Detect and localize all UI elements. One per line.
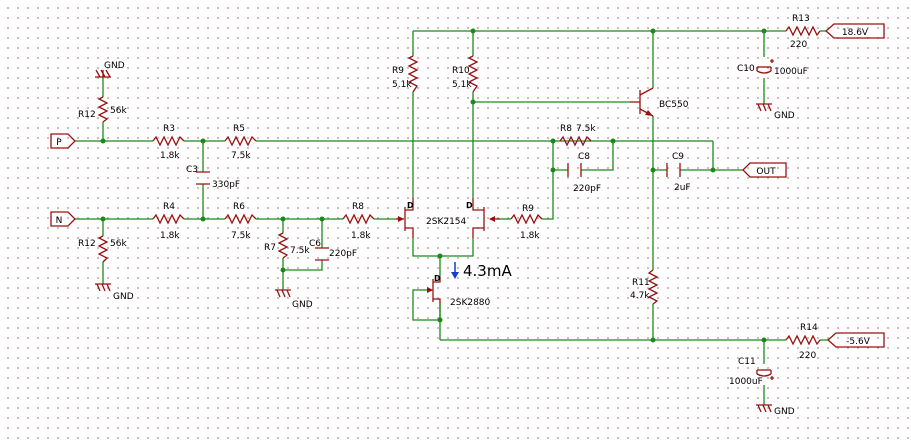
gnd-r12a: GND: [95, 61, 125, 78]
resistor-r12b: R12 56k: [78, 235, 127, 263]
svg-text:C8: C8: [578, 152, 590, 162]
svg-text:GND: GND: [774, 111, 795, 121]
svg-text:1000uF: 1000uF: [774, 67, 808, 77]
resistor-r9-feedback: R9 1.8k: [510, 204, 543, 241]
svg-text:4.7k: 4.7k: [630, 291, 650, 301]
svg-text:7.5k: 7.5k: [231, 231, 251, 241]
svg-text:7.5k: 7.5k: [576, 124, 596, 134]
svg-text:2uF: 2uF: [674, 183, 691, 193]
capacitor-c6: C6 220pF: [309, 239, 357, 261]
svg-text:7.5k: 7.5k: [290, 246, 310, 256]
resistor-r14: R14 220: [785, 323, 821, 361]
svg-text:R13: R13: [792, 14, 810, 24]
resistor-r7: R7 7.5k: [264, 232, 310, 259]
svg-text:2SK2880: 2SK2880: [450, 298, 491, 308]
resistor-r5: R5 7.5k: [224, 124, 257, 161]
svg-text:R10: R10: [452, 66, 470, 76]
svg-text:C9: C9: [672, 152, 684, 162]
svg-text:R11: R11: [632, 278, 650, 288]
resistor-r8-feedback: R8 7.5k: [559, 124, 596, 147]
gnd-c10: GND: [756, 103, 795, 121]
svg-text:GND: GND: [292, 300, 313, 310]
svg-text:330pF: 330pF: [212, 180, 240, 190]
wires: [74, 30, 828, 405]
svg-text:18.6V: 18.6V: [842, 28, 869, 38]
svg-text:1.8k: 1.8k: [520, 231, 540, 241]
svg-text:R12: R12: [78, 239, 96, 249]
svg-text:4.3mA: 4.3mA: [463, 262, 512, 280]
svg-text:220pF: 220pF: [573, 184, 601, 194]
svg-text:1.8k: 1.8k: [160, 231, 180, 241]
svg-text:D: D: [466, 201, 473, 210]
port-vpos: 18.6V: [825, 23, 885, 39]
svg-text:R9: R9: [392, 66, 404, 76]
svg-text:5.1k: 5.1k: [452, 80, 472, 90]
svg-text:R3: R3: [163, 124, 175, 134]
resistor-r10: R10 5.1k: [452, 55, 479, 93]
svg-text:R7: R7: [264, 243, 276, 253]
svg-text:1.8k: 1.8k: [351, 231, 371, 241]
svg-text:OUT: OUT: [756, 167, 776, 177]
svg-text:R12: R12: [78, 110, 96, 120]
port-n: N: [50, 211, 76, 227]
svg-text:GND: GND: [774, 407, 795, 417]
resistor-r6: R6 7.5k: [224, 202, 257, 241]
svg-text:C11: C11: [738, 357, 756, 367]
svg-text:220: 220: [799, 351, 816, 361]
svg-text:R5: R5: [233, 124, 245, 134]
capacitor-c10: C10 1000uF: [737, 59, 808, 77]
capacitor-c3: C3 330pF: [186, 165, 240, 190]
svg-text:-5.6V: -5.6V: [846, 337, 871, 347]
svg-text:220pF: 220pF: [329, 249, 357, 259]
svg-text:2SK2154: 2SK2154: [426, 217, 467, 227]
svg-text:R14: R14: [800, 323, 818, 333]
svg-text:GND: GND: [104, 61, 125, 71]
resistor-r11: R11 4.7k: [630, 269, 659, 305]
svg-text:R4: R4: [163, 202, 175, 212]
resistor-r4: R4 1.8k: [152, 202, 185, 241]
svg-text:56k: 56k: [110, 106, 127, 116]
gnd-r7: GND: [275, 289, 313, 310]
svg-text:1000uF: 1000uF: [729, 377, 763, 387]
svg-text:BC550: BC550: [659, 100, 689, 110]
svg-text:R9: R9: [522, 204, 534, 214]
resistor-r3: R3 1.8k: [152, 124, 185, 161]
svg-text:56k: 56k: [110, 239, 127, 249]
svg-text:C3: C3: [186, 165, 198, 175]
svg-text:GND: GND: [113, 292, 134, 302]
capacitor-c11: C11 1000uF: [729, 357, 774, 387]
resistor-r9-drain: R9 5.1k: [392, 55, 419, 93]
svg-text:D: D: [434, 274, 441, 283]
port-p: P: [50, 133, 76, 149]
svg-text:7.5k: 7.5k: [231, 151, 251, 161]
svg-text:R8: R8: [352, 202, 364, 212]
svg-text:C10: C10: [737, 64, 755, 74]
svg-text:D: D: [407, 201, 414, 210]
gnd-r12b: GND: [95, 283, 134, 302]
svg-text:1.8k: 1.8k: [160, 151, 180, 161]
junctions: [100, 28, 767, 343]
resistor-r13: R13 220: [785, 14, 821, 50]
jfet-2sk2880: D 2SK2880: [427, 274, 491, 308]
capacitor-c9: C9 2uF: [666, 152, 691, 193]
svg-text:C6: C6: [309, 239, 321, 249]
port-vneg: -5.6V: [827, 332, 885, 348]
svg-text:5.1k: 5.1k: [392, 80, 412, 90]
svg-text:220: 220: [790, 40, 807, 50]
svg-text:R6: R6: [233, 202, 245, 212]
jfet-2sk2154: D D 2SK2154: [396, 198, 500, 238]
resistor-r12a: R12 56k: [78, 96, 127, 123]
port-out: OUT: [742, 162, 787, 178]
npn-bc550: BC550: [630, 87, 689, 117]
capacitor-c8: C8 220pF: [567, 152, 601, 194]
resistor-r8-input: R8 1.8k: [342, 202, 375, 241]
svg-text:N: N: [56, 216, 63, 226]
svg-text:R8: R8: [560, 124, 572, 134]
current-annotation: 4.3mA: [451, 262, 512, 280]
svg-text:P: P: [56, 138, 62, 148]
gnd-c11: GND: [756, 404, 795, 417]
